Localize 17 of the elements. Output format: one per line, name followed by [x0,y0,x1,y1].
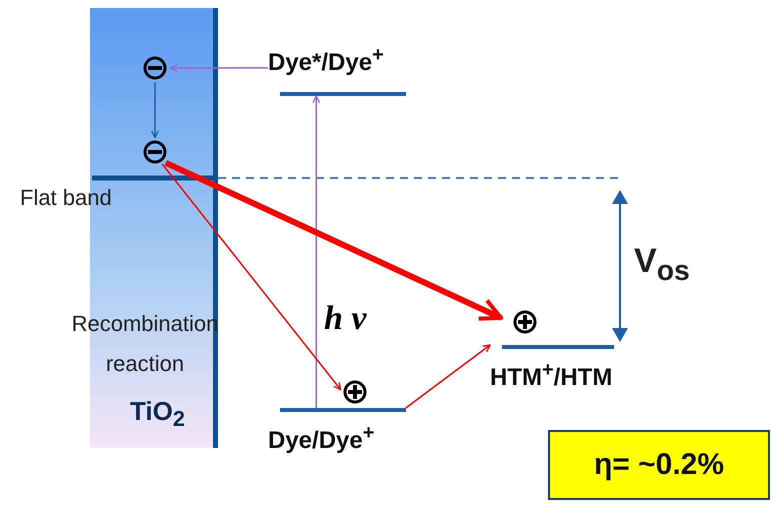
energy-level: HTM$^{+}$/HTM [490,345,618,393]
arrow [164,160,503,321]
electron-symbol [143,56,167,80]
arrow [312,95,320,408]
band-label: TiO$_{2}$ [130,396,185,432]
energy-level: Dye/Dye$^{+}$ [268,408,410,464]
arrow [151,82,159,138]
arrow [170,64,268,72]
voltage-label: V$_{os}$ [634,242,690,288]
level-label: Flat band [20,185,112,211]
arrow [405,344,491,409]
electron-symbol [143,140,167,164]
hole-symbol [343,380,367,404]
hole-symbol [513,310,537,334]
efficiency-box: η= ~0.2% [548,430,770,500]
arrow [162,164,342,390]
energy-level: Dye*/Dye$^{+}$ [268,44,410,96]
